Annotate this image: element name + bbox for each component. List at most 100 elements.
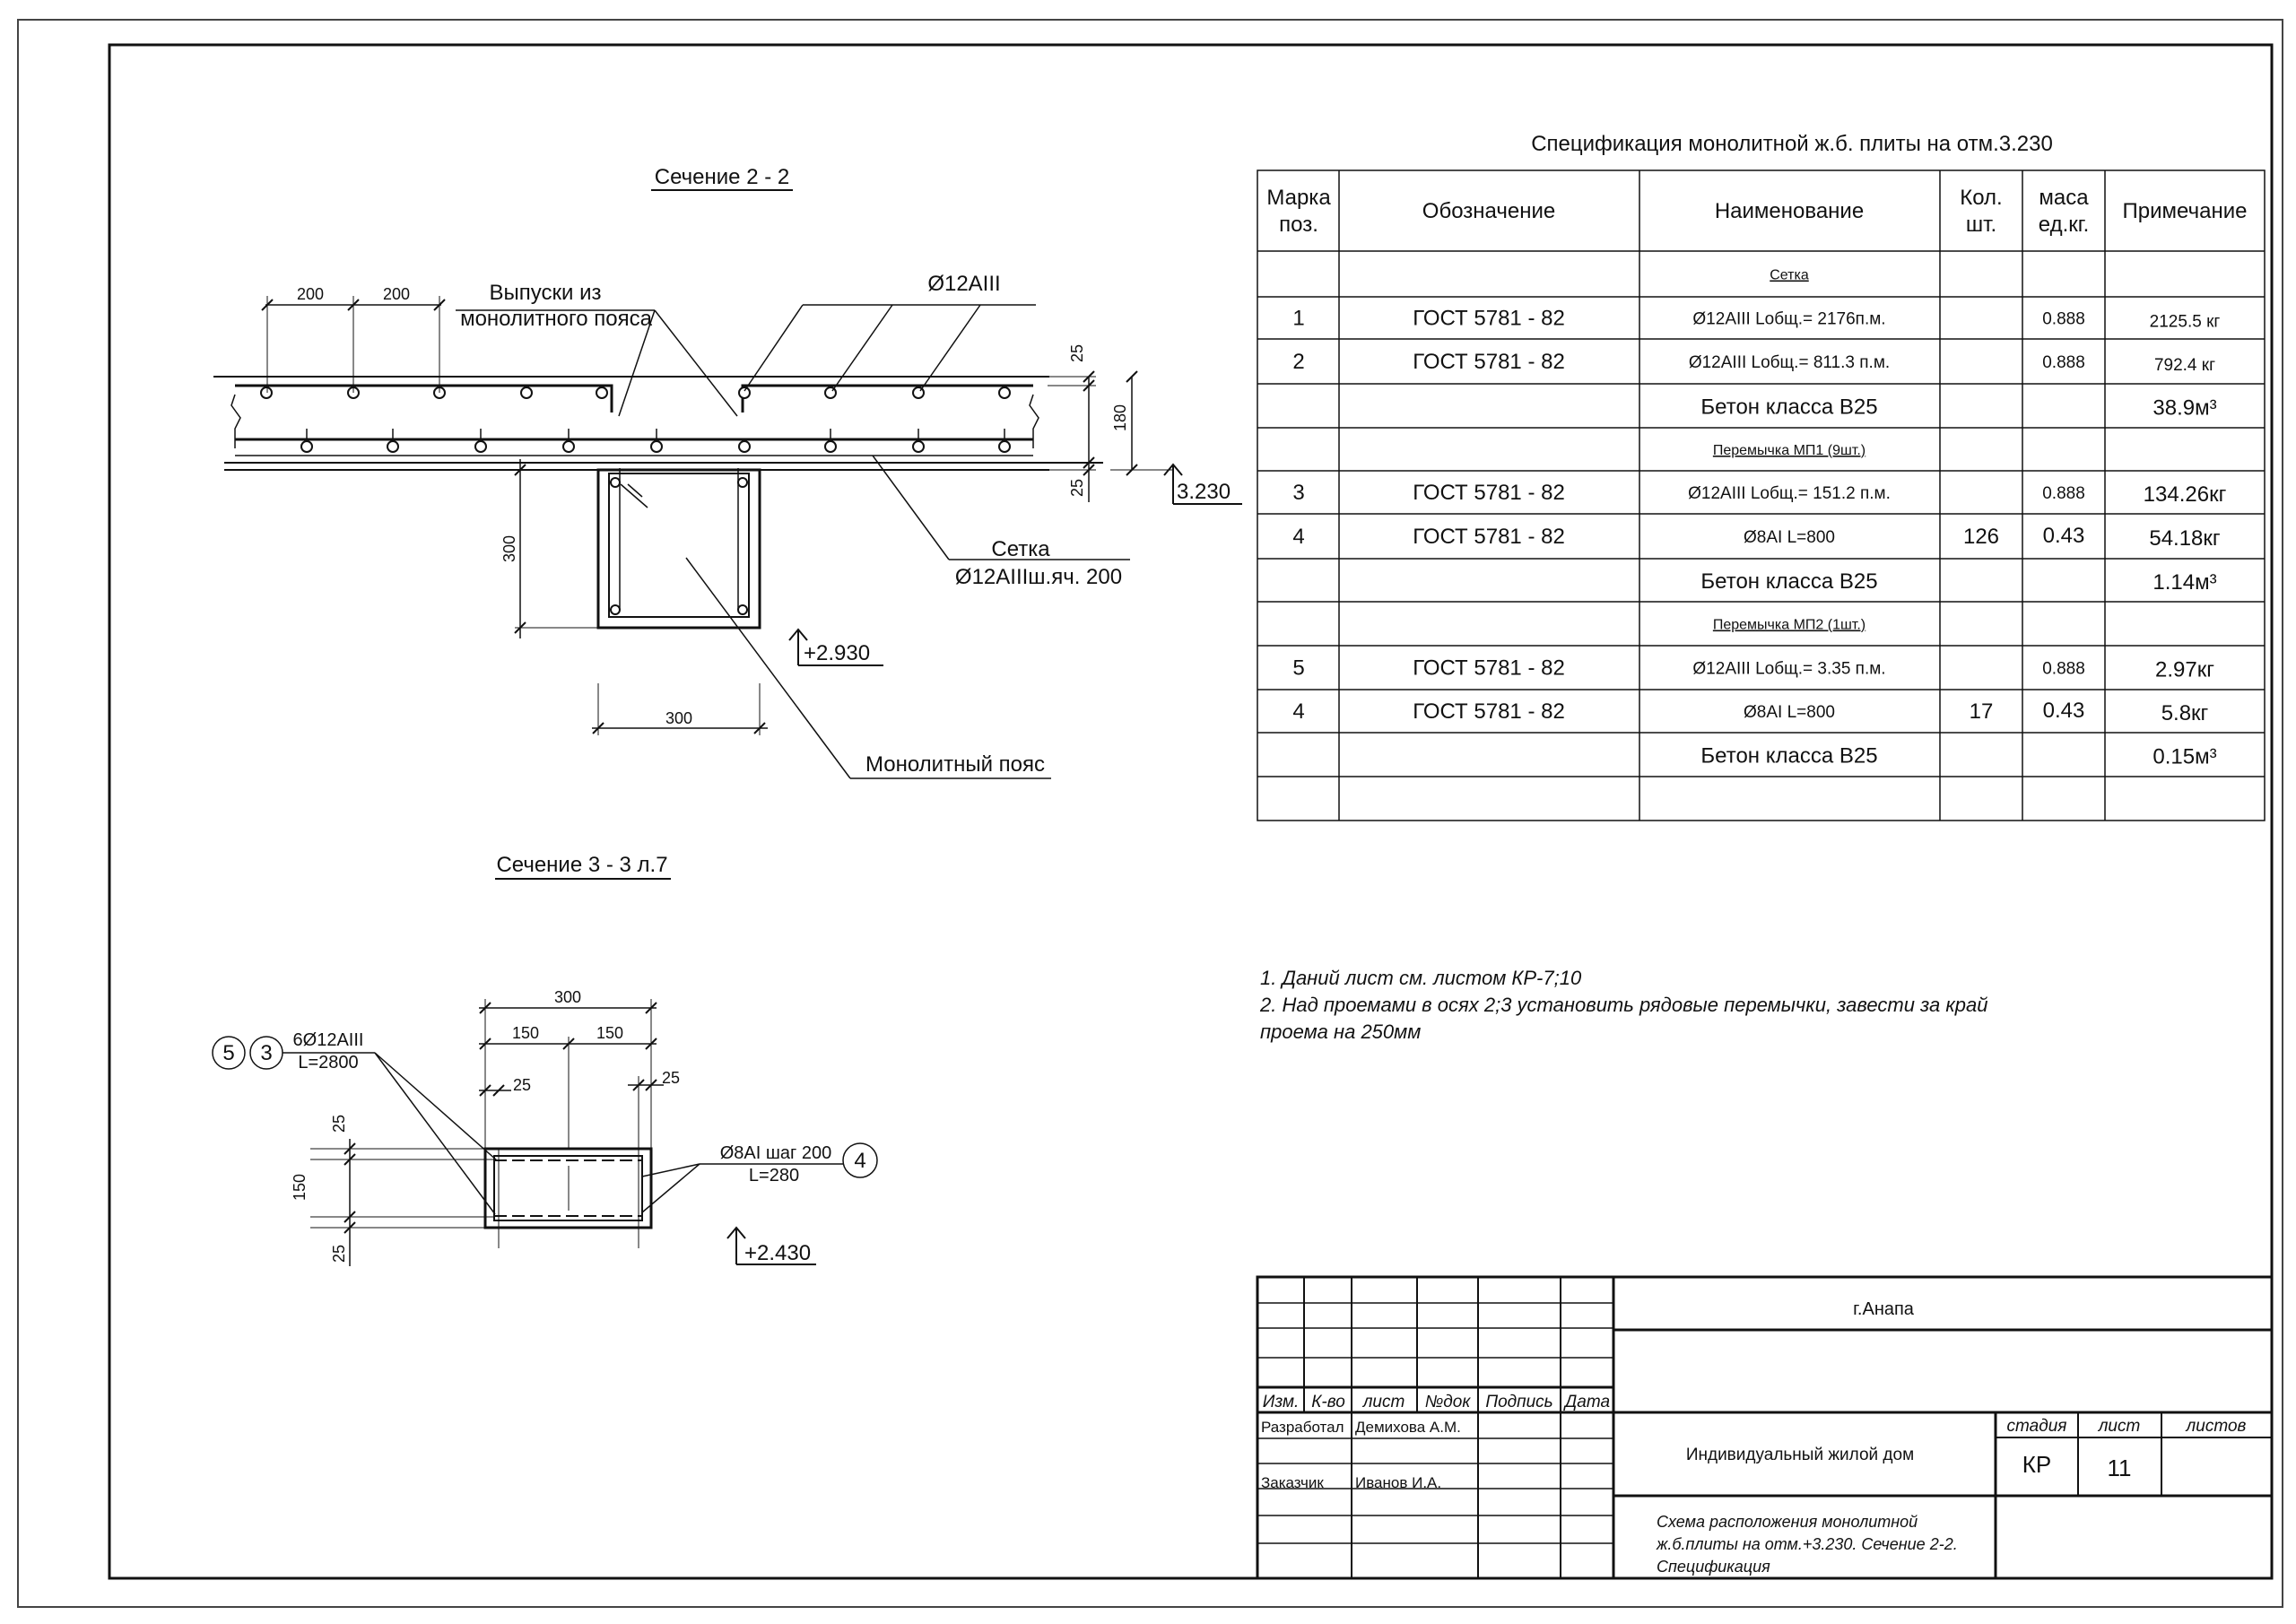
elevation-2430: +2.430 [744, 1241, 811, 1265]
dim-300-b33: 300 [554, 988, 581, 1006]
sheet-desc-line2: ж.б.плиты на отм.+3.230. Сечение 2-2. [1656, 1535, 1958, 1553]
spec-cell-mark: 5 [1292, 656, 1304, 681]
spec-cell-code: ГОСТ 5781 - 82 [1413, 307, 1565, 331]
spec-cell-name: Бетон класса В25 [1700, 569, 1877, 594]
dim-200-b: 200 [383, 285, 410, 303]
col-list: лист [1362, 1393, 1405, 1411]
spec-header-3: Кол.шт. [1960, 186, 2002, 237]
spec-cell-mass: 0.888 [2042, 353, 2085, 372]
label-setka-line1: Сетка [991, 537, 1050, 561]
spec-group-label: Перемычка МП2 (1шт.) [1713, 618, 1866, 633]
spec-group-label: Перемычка МП1 (9шт.) [1713, 443, 1866, 458]
spec-cell-note: 2125.5 кг [2150, 313, 2221, 332]
outer-frame [17, 19, 2283, 1608]
spec-cell-name: Ø12AIII Lобщ.= 151.2 п.м. [1688, 484, 1891, 503]
dim-25-top: 25 [1068, 344, 1086, 362]
section-3-3-title: Сечение 3 - 3 л.7 [496, 853, 667, 877]
note-line3: проема на 250мм [1260, 1020, 1422, 1043]
spec-header-5: Примечание [2123, 199, 2248, 223]
spec-cell-mass: 0.888 [2042, 484, 2085, 503]
bubble-5: 5 [222, 1041, 234, 1065]
dim-25-right: 25 [662, 1069, 680, 1087]
stage-value: КР [2022, 1451, 2052, 1478]
city-label: г.Анапа [1853, 1299, 1915, 1319]
sheet-desc-line3: Спецификация [1657, 1558, 1770, 1576]
section-3-3: Сечение 3 - 3 л.7 300 150 150 25 25 [212, 853, 878, 1266]
dim-25-left: 25 [513, 1076, 531, 1094]
spec-cell-note: 792.4 кг [2154, 356, 2215, 375]
sheet-header: лист [2098, 1417, 2141, 1436]
spec-cell-note: 38.9м³ [2152, 396, 2216, 421]
dim-150-v: 150 [291, 1174, 309, 1201]
note-line1: 1. Даний лист см. листом КР-7;10 [1260, 967, 1582, 989]
section-2-2-title: Сечение 2 - 2 [655, 165, 789, 189]
spec-cell-mark: 3 [1292, 481, 1304, 505]
spec-cell-name: Бетон класса В25 [1700, 395, 1877, 420]
title-block: г.Анапа Изм. К-во лист №док Подпись Дата… [1256, 1275, 2274, 1580]
spec-cell-name: Ø8AI L=800 [1744, 703, 1835, 722]
label-vypuski-line1: Выпуски из [490, 281, 602, 305]
spec-cell-mass: 0.43 [2043, 524, 2085, 548]
spec-cell-name: Ø12AIII Lобщ.= 3.35 п.м. [1692, 660, 1885, 679]
spec-cell-name: Ø8AI L=800 [1744, 528, 1835, 547]
dim-300-vertical: 300 [500, 535, 518, 562]
stage-header: стадия [2007, 1417, 2067, 1436]
spec-cell-note: 5.8кг [2161, 701, 2209, 725]
sheet-number: 11 [2108, 1455, 2132, 1481]
label-rebar-12aiii: Ø12AIII [927, 272, 1000, 296]
spec-cell-name: Ø12AIII Lобщ.= 811.3 п.м. [1689, 353, 1890, 372]
spec-cell-mark: 1 [1292, 307, 1304, 331]
elevation-3230: 3.230 [1177, 480, 1231, 504]
label-vypuski-line2: монолитного пояса [460, 307, 653, 331]
role-client: Заказчик [1261, 1474, 1324, 1491]
spec-cell-mark: 2 [1292, 350, 1304, 374]
role-developer: Разработал [1261, 1419, 1344, 1436]
name-developer: Демихова А.М. [1355, 1419, 1461, 1436]
dim-180: 180 [1111, 404, 1129, 431]
note-line2: 2. Над проемами в осях 2;3 установить ря… [1260, 994, 1988, 1016]
dim-300-horizontal: 300 [665, 709, 692, 727]
spec-cell-code: ГОСТ 5781 - 82 [1413, 656, 1565, 681]
section-2-2: Сечение 2 - 2 [213, 165, 1242, 779]
spec-cell-note: 2.97кг [2155, 658, 2214, 682]
label-setka-line2: Ø12AIIIш.яч. 200 [955, 565, 1122, 589]
spec-cell-code: ГОСТ 5781 - 82 [1413, 481, 1565, 505]
col-kvo: К-во [1311, 1393, 1345, 1411]
spec-cell-qty: 17 [1970, 699, 1994, 724]
spec-cell-name: Бетон класса В25 [1700, 744, 1877, 769]
spec-group-label: Сетка [1770, 268, 1809, 283]
bubble-4: 4 [854, 1149, 865, 1173]
spec-cell-mark: 4 [1292, 525, 1304, 549]
col-izm: Изм. [1263, 1393, 1300, 1411]
dim-25-v-bot: 25 [330, 1245, 348, 1263]
spec-header-1: Обозначение [1422, 199, 1555, 223]
label-monolith-belt: Монолитный пояс [865, 752, 1045, 777]
dim-25-bot: 25 [1068, 479, 1086, 497]
spec-cell-note: 134.26кг [2144, 482, 2227, 507]
bubble-3: 3 [260, 1041, 272, 1065]
spec-title: Спецификация монолитной ж.б. плиты на от… [1531, 132, 2053, 156]
col-ndok: №док [1425, 1393, 1472, 1411]
spec-cell-mass: 0.888 [2042, 310, 2085, 329]
inner-frame [108, 43, 2274, 1580]
sheets-header: листов [2186, 1417, 2247, 1436]
col-data: Дата [1563, 1393, 1610, 1411]
spec-cell-note: 1.14м³ [2152, 570, 2216, 595]
spec-cell-name: Ø12AIII Lобщ.= 2176п.м. [1692, 310, 1885, 329]
sheet-desc-line1: Схема расположения монолитной [1657, 1513, 1918, 1531]
bar-label-line1: 6Ø12AIII [293, 1030, 364, 1050]
elevation-2930: +2.930 [804, 641, 870, 665]
dim-150-a: 150 [512, 1024, 539, 1042]
spec-cell-mass: 0.43 [2043, 699, 2085, 723]
project-name: Индивидуальный жилой дом [1686, 1446, 1914, 1464]
spec-cell-note: 0.15м³ [2152, 745, 2216, 769]
spec-cell-mark: 4 [1292, 699, 1304, 724]
col-podpis: Подпись [1485, 1393, 1552, 1411]
dim-200-a: 200 [297, 285, 324, 303]
spec-cell-note: 54.18кг [2149, 526, 2221, 551]
bar-label-line2: L=2800 [298, 1053, 358, 1073]
